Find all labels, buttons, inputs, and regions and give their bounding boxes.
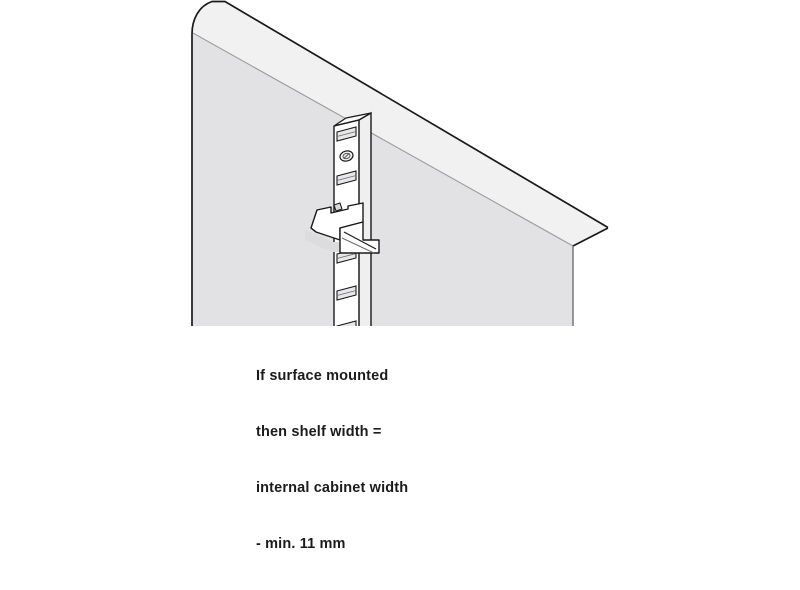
note-line-4: - min. 11 mm bbox=[256, 535, 346, 552]
track-slot bbox=[336, 285, 357, 301]
panel-top-face bbox=[193, 2, 607, 246]
track-side-face bbox=[359, 113, 371, 326]
panel-outline bbox=[191, 0, 609, 326]
mounting-screw-hole bbox=[339, 150, 354, 162]
track-slot bbox=[336, 320, 357, 326]
panel-front-top-edge bbox=[192, 32, 574, 247]
illustration-canvas: If surface mounted then shelf width = in… bbox=[191, 0, 609, 552]
bracket-locating-pin bbox=[333, 202, 343, 212]
track-side-outline bbox=[358, 111, 372, 326]
bracket-hook-fold-2 bbox=[341, 237, 375, 254]
panel-back-lower-edge bbox=[572, 227, 609, 247]
shelf-standard-diagram bbox=[191, 0, 609, 326]
track-slot bbox=[336, 126, 357, 142]
note-line-3: internal cabinet width bbox=[256, 479, 409, 496]
bracket-top-plate bbox=[310, 202, 364, 241]
bracket-front-lip bbox=[310, 227, 317, 233]
shelf-support-bracket bbox=[305, 202, 380, 254]
bracket-hook-fold bbox=[343, 231, 377, 250]
cabinet-side-panel bbox=[191, 0, 609, 326]
surface-mount-note: If surface mounted then shelf width = in… bbox=[256, 330, 516, 590]
panel-front-face bbox=[192, 32, 573, 326]
note-line-2: then shelf width = bbox=[256, 423, 382, 440]
note-line-1: If surface mounted bbox=[256, 368, 389, 385]
track-slot bbox=[336, 170, 357, 186]
